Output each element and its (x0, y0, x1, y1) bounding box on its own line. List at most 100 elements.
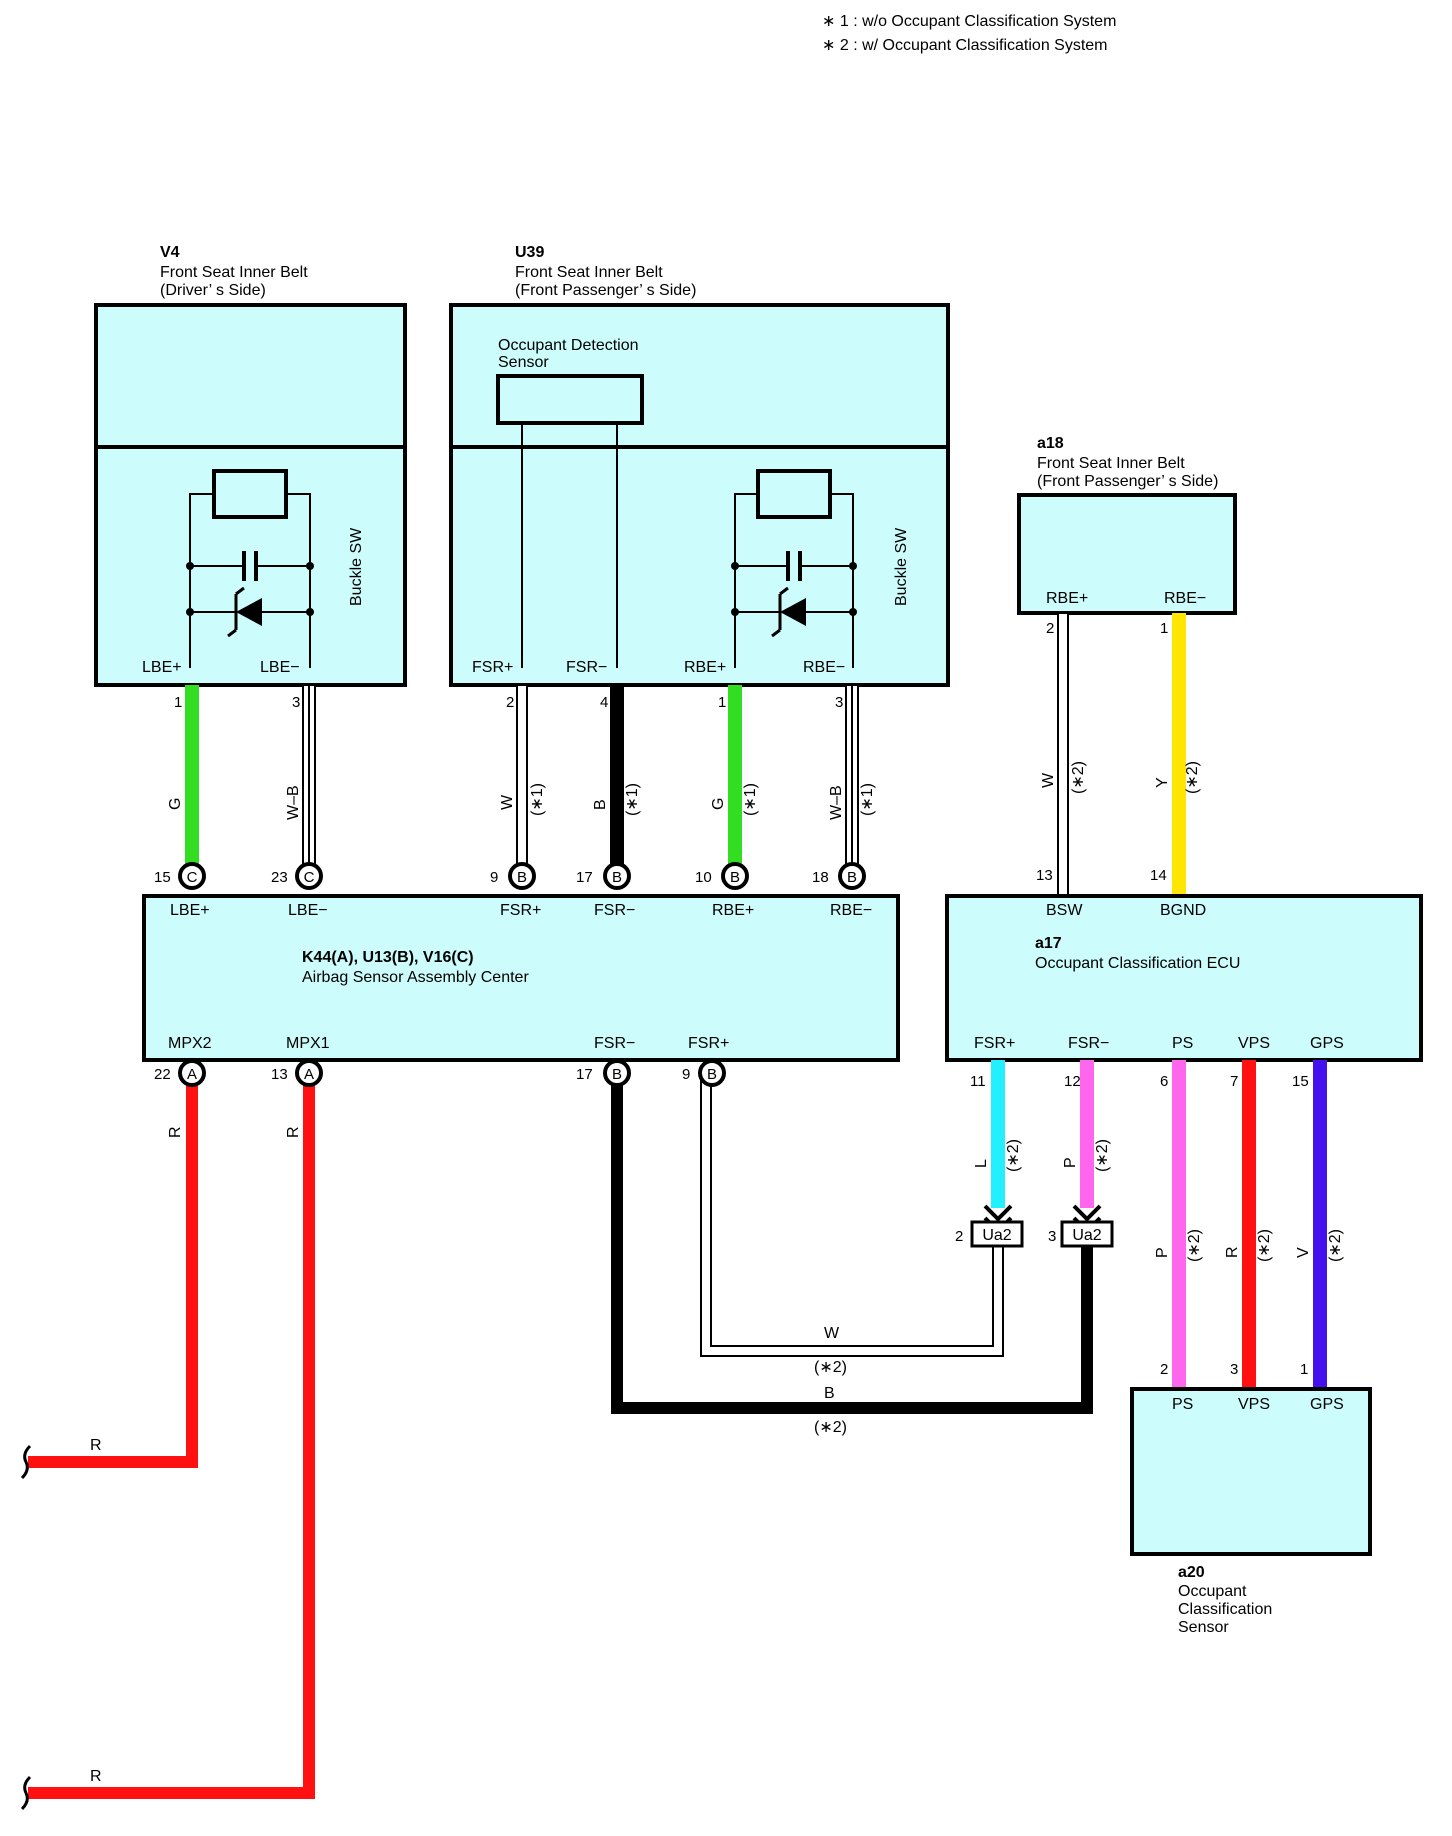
v4-pin-lbe-minus: LBE− (260, 659, 300, 676)
wire-a17-6-color: P (1154, 1247, 1171, 1258)
wire-mpx1-color: R (285, 1126, 302, 1138)
ua2-a-box (970, 1220, 1024, 1248)
wire-a18-1-end: 14 (1150, 867, 1167, 884)
wire-a17-11-num: 11 (970, 1073, 986, 1090)
u39-box (449, 303, 950, 687)
conn-15-num: 15 (154, 869, 171, 886)
a20-box (1130, 1387, 1372, 1556)
wire-u39-1-num: 1 (718, 694, 726, 711)
a18-pin-rbe-minus: RBE− (1164, 590, 1206, 607)
note-1: ∗ 1 : w/o Occupant Classification System (822, 13, 1116, 30)
conn-15-letter: C (187, 869, 198, 886)
wire-a18-2-color: W (1040, 772, 1057, 788)
u39-pin-rbe-plus: RBE+ (684, 659, 726, 676)
a17-pin-ps: PS (1172, 1035, 1193, 1052)
wire-fsr-plus (700, 1075, 1004, 1357)
wire-u39-1-note: (∗1) (742, 783, 759, 816)
wire-u39-3-note: (∗1) (859, 783, 876, 816)
wire-fsr-minus-note: (∗2) (814, 1419, 847, 1436)
u39-title-2: (Front Passenger’ s Side) (515, 282, 696, 299)
a17-pin-fsr-minus: FSR− (1068, 1035, 1109, 1052)
wire-a18-2-end: 13 (1036, 867, 1053, 884)
wire-fsr-plus-num: 9 (682, 1066, 690, 1083)
u39-title-1: Front Seat Inner Belt (515, 264, 663, 281)
k44-pin-fsr-minus: FSR− (594, 902, 635, 919)
v4-pin-lbe-plus: LBE+ (142, 659, 182, 676)
wire-a17-12-num: 12 (1064, 1073, 1081, 1090)
wire-a17-6 (1172, 1060, 1186, 1389)
a20-title-2: Classification (1178, 1601, 1272, 1618)
wire-u39-4-num: 4 (600, 694, 608, 711)
wire-a17-12-note: (∗2) (1094, 1139, 1111, 1172)
wire-fsr-plus-note: (∗2) (814, 1359, 847, 1376)
v4-title-2: (Driver’ s Side) (160, 282, 266, 299)
occupant-detection-sensor (496, 374, 644, 425)
wire-u39-3-num: 3 (835, 694, 843, 711)
wire-a17-15-num: 15 (1292, 1073, 1309, 1090)
wire-v4-1-num: 1 (174, 694, 182, 711)
wire-u39-2-note: (∗1) (529, 783, 546, 816)
wire-mpx2-color: R (167, 1126, 184, 1138)
wire-u39-1-color: G (710, 798, 727, 810)
wire-a17-7-num: 7 (1230, 1073, 1238, 1090)
wire-fsr-minus-conn: B (612, 1066, 622, 1083)
wire-v4-3 (302, 684, 316, 884)
wire-a17-7 (1242, 1060, 1256, 1389)
a20-component: PS VPS GPS a20 Occupant Classification S… (1130, 1387, 1372, 1636)
a18-component: a18 Front Seat Inner Belt (Front Passeng… (1017, 435, 1237, 615)
wire-a17-12 (1080, 1060, 1094, 1208)
wire-u39-4-note: (∗1) (624, 783, 641, 816)
ua2-b-label: Ua2 (1072, 1227, 1101, 1244)
u39-buckle-label: Buckle SW (893, 527, 910, 606)
wire-mpx1-conn: A (304, 1066, 314, 1083)
conn-18-num: 18 (812, 869, 829, 886)
a17-pin-vps: VPS (1238, 1035, 1270, 1052)
a17-pin-fsr-plus: FSR+ (974, 1035, 1015, 1052)
lower-a17-wires: 11 L (∗2) 12 P (∗2) 2 Ua2 3 Ua2 6 P (∗2)… (955, 1060, 1344, 1389)
wire-a18-2-note: (∗2) (1070, 761, 1087, 794)
a17-pin-gps: GPS (1310, 1035, 1344, 1052)
conn-17-num: 17 (576, 869, 593, 886)
conn-17-letter: B (612, 869, 622, 886)
v4-buckle-label: Buckle SW (348, 527, 365, 606)
ua2-b-box (1060, 1220, 1114, 1248)
a20-title-3: Sensor (1178, 1619, 1229, 1636)
conn-10-num: 10 (695, 869, 712, 886)
wire-a17-15-color: V (1295, 1247, 1312, 1258)
wire-mpx1-end: R (90, 1768, 102, 1785)
wire-a18-1-note: (∗2) (1184, 761, 1201, 794)
wire-a18-1-color: Y (1154, 777, 1171, 788)
wire-a17-11-note: (∗2) (1005, 1139, 1022, 1172)
wire-u39-2-num: 2 (506, 694, 514, 711)
a17-box (945, 894, 1423, 1062)
k44-component: LBE+ LBE− FSR+ FSR− RBE+ RBE− K44(A), U1… (142, 894, 900, 1062)
ua2-b-num: 3 (1048, 1228, 1056, 1245)
wire-v4-1 (185, 685, 199, 883)
a18-code: a18 (1037, 435, 1064, 452)
wire-a17-6-num: 6 (1160, 1073, 1168, 1090)
a17-name: Occupant Classification ECU (1035, 955, 1240, 972)
a20-code: a20 (1178, 1564, 1205, 1581)
wire-a17-15-note: (∗2) (1327, 1229, 1344, 1262)
a18-box (1017, 493, 1237, 615)
wire-fsr-plus-color: W (824, 1325, 840, 1342)
conn-10-letter: B (730, 869, 740, 886)
conn-23-num: 23 (271, 869, 288, 886)
wire-u39-1 (728, 685, 742, 883)
wire-a17-12-color: P (1062, 1157, 1079, 1168)
k44-code: K44(A), U13(B), V16(C) (302, 949, 474, 966)
conn-18-letter: B (847, 869, 857, 886)
v4-buckle-switch: Buckle SW (186, 469, 365, 668)
v4-title-1: Front Seat Inner Belt (160, 264, 308, 281)
a17-component: BSW BGND a17 Occupant Classification ECU… (945, 894, 1423, 1062)
wire-fsr-minus-num: 17 (576, 1066, 593, 1083)
k44-pin-mpx1: MPX1 (286, 1035, 330, 1052)
u39-pin-rbe-minus: RBE− (803, 659, 845, 676)
a20-pin-gps: GPS (1310, 1396, 1344, 1413)
conn-9-num: 9 (490, 869, 498, 886)
wire-mpx2-num: 22 (154, 1066, 171, 1083)
wire-a17-6-note: (∗2) (1186, 1229, 1203, 1262)
upper-wires: 1 G 3 W–B 2 W (∗1) 4 B (∗1) 1 G (∗1) 3 W… (167, 612, 1201, 897)
wire-mpx2-break (20, 1444, 32, 1480)
